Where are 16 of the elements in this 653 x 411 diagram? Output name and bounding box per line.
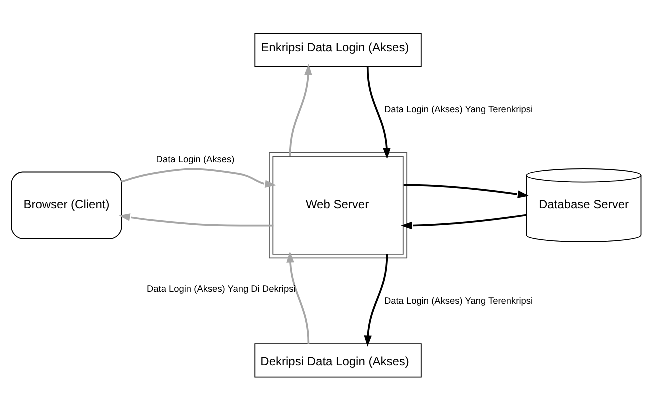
arrow — [289, 64, 312, 157]
edge-label: Data Login (Akses) Yang Terenkripsi — [384, 104, 534, 115]
arrow — [286, 252, 310, 344]
edge-label: Data Login (Akses) Yang Terenkripsi — [384, 296, 534, 306]
edge-label: Data Login (Akses) Yang Di Dekripsi — [146, 284, 296, 294]
arrow — [364, 254, 388, 347]
edge-label: Data Login (Akses) — [156, 154, 235, 165]
arrow — [121, 168, 276, 188]
node-box: Browser (Client) — [11, 172, 122, 240]
node-box: Dekripsi Data Login (Akses) — [254, 344, 422, 378]
arrow — [366, 66, 391, 160]
arrow — [404, 184, 530, 198]
node-box: Enkripsi Data Login (Akses) — [254, 33, 422, 68]
arrow — [119, 214, 274, 227]
node-box: Web Server — [269, 152, 408, 259]
arrow — [401, 214, 526, 230]
